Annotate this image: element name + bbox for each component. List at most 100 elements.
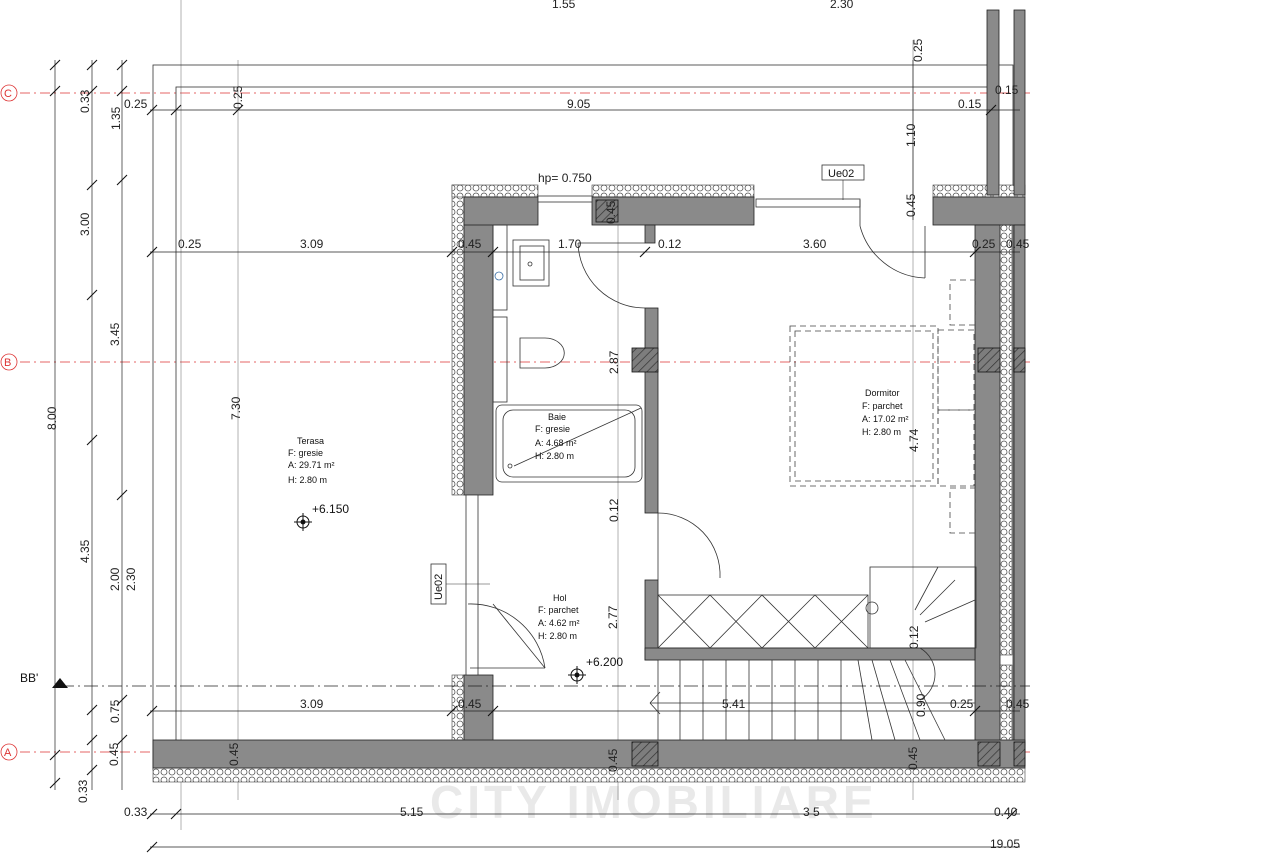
axis-label-c: C bbox=[4, 88, 12, 100]
dim-left-5: 8.00 bbox=[45, 406, 59, 430]
room-height: H: 2.80 m bbox=[535, 451, 574, 461]
dim-row-4: 1.70 bbox=[558, 237, 582, 251]
room-name: Dormitor bbox=[865, 388, 900, 398]
bottom-dimensions: 0.33 5.15 3 5 0.40 19.05 bbox=[124, 805, 1020, 851]
dim-row-6: 3.60 bbox=[803, 237, 827, 251]
room-area: A: 17.02 m² bbox=[862, 414, 909, 424]
dim-top-2: 2.30 bbox=[830, 0, 854, 11]
dim-brow-6: 0.45 bbox=[1006, 697, 1030, 711]
room-floor: F: gresie bbox=[535, 424, 570, 434]
dim-top-5: 9.05 bbox=[567, 97, 591, 111]
bathroom-fixtures bbox=[492, 224, 643, 483]
room-height: H: 2.80 m bbox=[862, 427, 901, 437]
dim-top-6: 0.15 bbox=[958, 97, 982, 111]
dim-top-8: 1.10 bbox=[904, 123, 918, 147]
dim-left-7: 4.35 bbox=[78, 539, 92, 563]
bottom-row-dimensions: 3.09 0.45 5.41 0.90 0.25 0.45 bbox=[300, 693, 1030, 717]
base-row-dimensions: 0.45 0.45 bbox=[606, 746, 920, 772]
openings bbox=[465, 195, 926, 676]
dim-bottom-2: 5.15 bbox=[400, 805, 424, 819]
dimension-lines bbox=[54, 60, 1020, 848]
dim-row-2: 3.09 bbox=[300, 237, 324, 251]
section-label: BB' bbox=[20, 671, 38, 685]
dim-top-7: 0.15 bbox=[995, 83, 1019, 97]
level-label: +6.150 bbox=[312, 502, 349, 516]
room-hol: Hol F: parchet A: 4.62 m² H: 2.80 m bbox=[538, 593, 580, 641]
dim-top-1: 1.55 bbox=[552, 0, 576, 11]
dim-left-11: 0.45 bbox=[107, 742, 121, 766]
room-floor: F: gresie bbox=[288, 448, 323, 458]
dim-bottom-1: 0.33 bbox=[124, 805, 148, 819]
room-area: A: 29.71 m² bbox=[288, 460, 335, 470]
dim-inner-4: 2.77 bbox=[606, 605, 620, 629]
room-area: A: 4.62 m² bbox=[538, 618, 580, 628]
axis-label-a: A bbox=[4, 747, 12, 759]
dim-row-5: 0.12 bbox=[658, 237, 682, 251]
room-name: Baie bbox=[548, 412, 566, 422]
row-dimensions: 0.25 3.09 0.45 1.70 0.12 3.60 0.25 0.45 … bbox=[178, 200, 1030, 251]
room-name: Hol bbox=[553, 593, 567, 603]
dim-inner-3: 0.12 bbox=[607, 498, 621, 522]
dim-left-3: 3.00 bbox=[78, 212, 92, 236]
dim-base-1: 0.45 bbox=[606, 748, 620, 772]
dim-row-3: 0.45 bbox=[458, 237, 482, 251]
dim-col-top: 0.45 bbox=[604, 200, 618, 224]
dim-inner-2: 4.74 bbox=[907, 428, 921, 452]
dim-bottom-4: 0.40 bbox=[994, 805, 1018, 819]
dim-bottom-5: 19.05 bbox=[990, 837, 1020, 851]
dim-left-4: 3.45 bbox=[108, 322, 122, 346]
dim-brow-1: 3.09 bbox=[300, 697, 324, 711]
room-height: H: 2.80 m bbox=[288, 475, 327, 485]
dim-left-9: 2.30 bbox=[124, 567, 138, 591]
hp-label: hp= 0.750 bbox=[538, 171, 592, 185]
dim-brow-3: 5.41 bbox=[722, 697, 746, 711]
bedroom-furniture bbox=[789, 279, 976, 534]
left-dimensions: 0.33 1.35 3.00 3.45 8.00 7.30 4.35 2.00 … bbox=[45, 89, 243, 803]
room-terasa: Terasa F: gresie A: 29.71 m² H: 2.80 m bbox=[288, 436, 335, 485]
room-floor: F: parchet bbox=[538, 605, 579, 615]
room-name: Terasa bbox=[297, 436, 324, 446]
walls bbox=[152, 9, 1026, 769]
dim-row-7: 0.25 bbox=[972, 237, 996, 251]
dim-left-2: 1.35 bbox=[109, 106, 123, 130]
dim-inner-1: 2.87 bbox=[607, 350, 621, 374]
construction-lines bbox=[180, 0, 914, 830]
dim-left-6: 7.30 bbox=[229, 396, 243, 420]
top-dimensions: 1.55 2.30 0.25 0.25 9.05 0.15 0.15 1.10 … bbox=[124, 0, 1019, 217]
dim-left-8: 2.00 bbox=[108, 567, 122, 591]
room-baie: Baie F: gresie A: 4.68 m² H: 2.80 m bbox=[535, 412, 577, 461]
window-tag-ue02-left: Ue02 bbox=[433, 574, 445, 600]
dimension-ticks bbox=[49, 59, 1018, 853]
dim-top-10: 0.25 bbox=[911, 38, 925, 62]
section-line bbox=[52, 678, 1030, 688]
dim-brow-5: 0.25 bbox=[950, 697, 974, 711]
room-height: H: 2.80 m bbox=[538, 631, 577, 641]
dim-top-4: 0.25 bbox=[231, 85, 245, 109]
level-marker-hol: +6.200 bbox=[568, 655, 623, 684]
level-marker-terasa: +6.150 bbox=[294, 502, 349, 531]
dim-base-2: 0.45 bbox=[906, 746, 920, 770]
room-floor: F: parchet bbox=[862, 401, 903, 411]
dim-brow-4: 0.90 bbox=[914, 693, 928, 717]
columns bbox=[595, 199, 1026, 767]
level-label: +6.200 bbox=[586, 655, 623, 669]
dim-row-1: 0.25 bbox=[178, 237, 202, 251]
staircase bbox=[649, 566, 977, 741]
dim-left-13: 0.45 bbox=[227, 742, 241, 766]
dim-inner-5: 0.12 bbox=[907, 625, 921, 649]
dim-left-10: 0.75 bbox=[108, 699, 122, 723]
window-tags: Ue02 Ue02 bbox=[430, 164, 865, 605]
dim-brow-2: 0.45 bbox=[458, 697, 482, 711]
dim-top-9: 0.45 bbox=[904, 193, 918, 217]
room-area: A: 4.68 m² bbox=[535, 438, 577, 448]
dim-left-12: 0.33 bbox=[76, 779, 90, 803]
axis-label-b: B bbox=[4, 357, 11, 369]
watermark: CITY IMOBILIARE bbox=[430, 776, 878, 828]
insulation bbox=[152, 184, 1026, 783]
dim-left-1: 0.33 bbox=[78, 89, 92, 113]
axis-markers: C B A bbox=[0, 84, 18, 761]
dim-row-8: 0.45 bbox=[1006, 237, 1030, 251]
dim-top-3: 0.25 bbox=[124, 97, 148, 111]
inner-dimensions: 2.87 4.74 0.12 2.77 0.12 bbox=[606, 350, 921, 649]
